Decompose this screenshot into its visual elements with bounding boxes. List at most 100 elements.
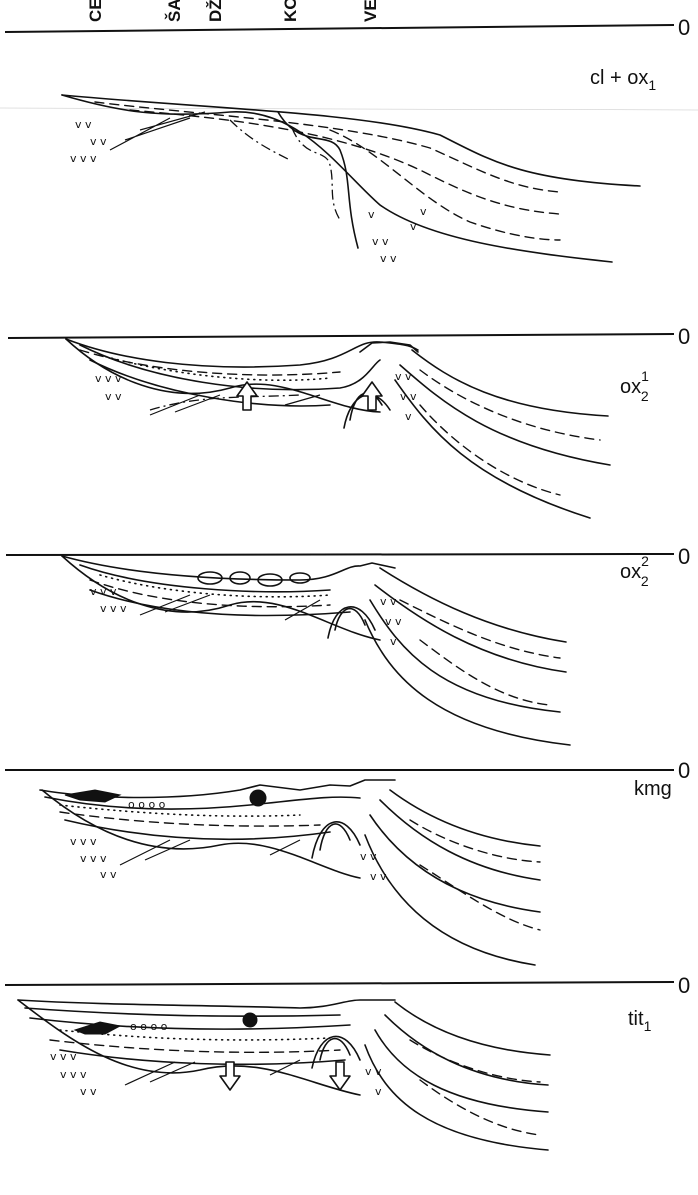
section-panel-2: 0 ox12 v v v v v v v v v v: [8, 324, 690, 518]
black-facies-nodule: [250, 790, 266, 806]
slope-dash-2: [420, 405, 560, 495]
volcanic-rocks: v v v v v v v v v v v v: [70, 835, 387, 883]
anticline-ve: [312, 822, 360, 858]
slope-2: [400, 365, 610, 465]
volcanic-rocks: v v v v v v v v v v v: [50, 1050, 382, 1098]
layer-3: [90, 590, 350, 616]
black-facies-lens: [65, 790, 120, 802]
basement-dash-1: [230, 120, 290, 160]
layer-1: [30, 1018, 350, 1029]
section-panel-4: 0 kmg o o o o v v v v v v v v v v v v: [5, 758, 690, 965]
lagoon-layer: [80, 565, 330, 592]
scan-artifact-line: [0, 108, 698, 110]
svg-text:v: v: [420, 205, 427, 218]
svg-text:v v v: v v v: [50, 1050, 77, 1063]
slope-3: [370, 815, 540, 912]
svg-text:v v v: v v v: [70, 152, 97, 165]
basement-thrust: [150, 395, 320, 415]
slope-1: [412, 350, 608, 416]
sea-level-zero: 0: [678, 544, 690, 569]
section-panel-3: 0 ox22 v v v v v v v v v v v: [6, 544, 690, 745]
slope-dash-1: [410, 820, 540, 862]
svg-text:v: v: [390, 635, 397, 648]
svg-text:v v: v v: [370, 870, 387, 883]
surface: [62, 556, 395, 580]
slope-2: [380, 800, 540, 880]
slope-dash-1: [420, 370, 600, 440]
basement-thrust: [120, 840, 300, 865]
layer-3: [65, 820, 330, 839]
svg-text:v: v: [405, 410, 412, 423]
fold-ko-outer: [278, 112, 358, 248]
svg-text:v v: v v: [100, 868, 117, 881]
limestone-top: [25, 1008, 340, 1016]
volcanic-rocks: v v v v v v v v v v v: [90, 585, 402, 648]
svg-text:v v: v v: [380, 595, 397, 608]
sea-level-zero: 0: [678, 324, 690, 349]
anticline-ve: [328, 607, 375, 638]
slope-2: [385, 1015, 548, 1085]
slope-4: [365, 1045, 548, 1150]
locality-label-ve: VE: [361, 0, 380, 22]
sand-layer: [60, 805, 300, 816]
svg-text:v v v: v v v: [70, 835, 97, 848]
sea-level-line: [6, 554, 674, 555]
sea-level-zero: 0: [678, 758, 690, 783]
svg-text:v v: v v: [372, 235, 389, 248]
sand-layer: [100, 355, 330, 380]
section-panel-5: 0 tit1 o o o o v v v v v v v v v v v: [5, 973, 690, 1150]
svg-text:v v: v v: [80, 1085, 97, 1098]
slope-1: [395, 1002, 550, 1055]
slope-dash-1: [410, 1040, 540, 1082]
ooid-marks: o o o o: [130, 1020, 168, 1033]
volcanic-rocks: v vv vv v v vv vv v vv: [70, 118, 427, 265]
sea-level-line: [5, 982, 674, 985]
slope-1: [380, 568, 566, 642]
uplift-arrow-2: [362, 382, 382, 410]
svg-text:v v: v v: [400, 390, 417, 403]
svg-text:v v: v v: [380, 252, 397, 265]
svg-text:v v: v v: [105, 390, 122, 403]
svg-text:v v: v v: [75, 118, 92, 131]
slope-dash-2: [420, 1080, 540, 1135]
locality-label-ko: KO: [281, 0, 300, 22]
locality-label-dz: DŽ: [206, 0, 225, 22]
basement-thrust-1: [110, 112, 205, 150]
svg-text:v v: v v: [365, 1065, 382, 1078]
sea-level-line: [8, 334, 674, 338]
sea-level-zero: 0: [678, 15, 690, 40]
svg-text:v v v: v v v: [100, 602, 127, 615]
locality-label-sa: ŠA: [165, 0, 184, 22]
ooid-marks: o o o o: [128, 798, 166, 811]
strata-3: [330, 130, 560, 240]
slope-3: [395, 380, 590, 518]
stage-label: cl + ox1: [590, 67, 656, 93]
svg-text:v: v: [375, 1085, 382, 1098]
subsidence-arrow-2: [330, 1062, 350, 1090]
section-panel-1: 0 cl + ox1 v vv vv v v vv vv v vv: [5, 15, 690, 265]
strata-1: [60, 812, 320, 826]
svg-text:v: v: [410, 220, 417, 233]
svg-text:v v v: v v v: [95, 372, 122, 385]
sea-level-line: [5, 25, 674, 32]
stage-label: tit1: [628, 1008, 652, 1034]
svg-text:v v: v v: [395, 370, 412, 383]
slope-4: [365, 835, 535, 965]
svg-text:v v: v v: [360, 850, 377, 863]
svg-text:v v: v v: [385, 615, 402, 628]
black-facies-nodule: [243, 1013, 257, 1027]
svg-text:v v v: v v v: [90, 585, 117, 598]
svg-text:v v v: v v v: [60, 1068, 87, 1081]
svg-text:v v: v v: [90, 135, 107, 148]
slope-1: [390, 790, 540, 846]
sea-level-zero: 0: [678, 973, 690, 998]
svg-text:v v v: v v v: [80, 852, 107, 865]
locality-label-ce: CE: [86, 0, 105, 22]
stage-label: kmg: [634, 778, 672, 800]
locality-labels: CE ŠA DŽ KO VE: [86, 0, 380, 22]
surface: [18, 1000, 395, 1008]
basin-floor: [62, 556, 380, 640]
